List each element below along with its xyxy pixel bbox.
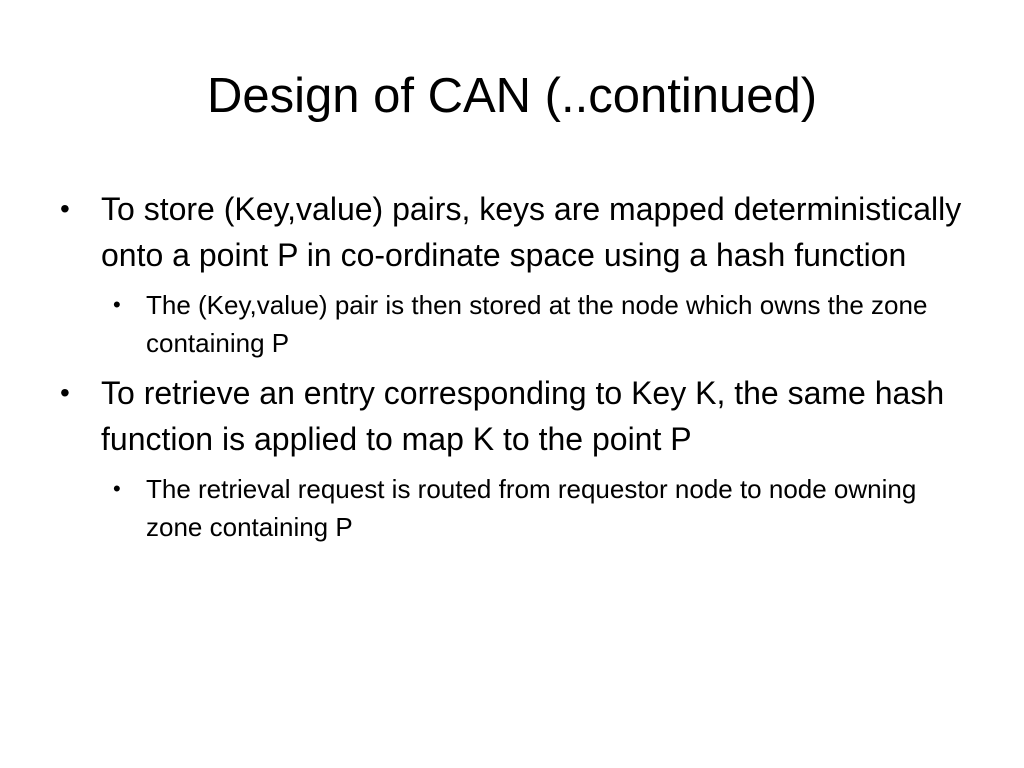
bullet-text: To retrieve an entry corresponding to Ke… [101,375,945,457]
sub-bullet-item: • The retrieval request is routed from r… [56,470,976,546]
bullet-dot-icon: • [60,377,70,408]
bullet-text: To store (Key,value) pairs, keys are map… [101,191,962,273]
bullet-item: • To store (Key,value) pairs, keys are m… [56,186,976,278]
sub-bullet-dot-icon: • [113,292,121,317]
sub-bullet-dot-icon: • [113,476,121,501]
bullet-dot-icon: • [60,193,70,224]
slide-title: Design of CAN (..continued) [206,69,818,123]
bullet-item: • To retrieve an entry corresponding to … [56,370,976,462]
sub-bullet-text: The (Key,value) pair is then stored at t… [146,290,928,358]
sub-bullet-text: The retrieval request is routed from req… [146,474,917,542]
sub-bullet-item: • The (Key,value) pair is then stored at… [56,286,976,362]
slide-content: • To store (Key,value) pairs, keys are m… [56,186,976,550]
